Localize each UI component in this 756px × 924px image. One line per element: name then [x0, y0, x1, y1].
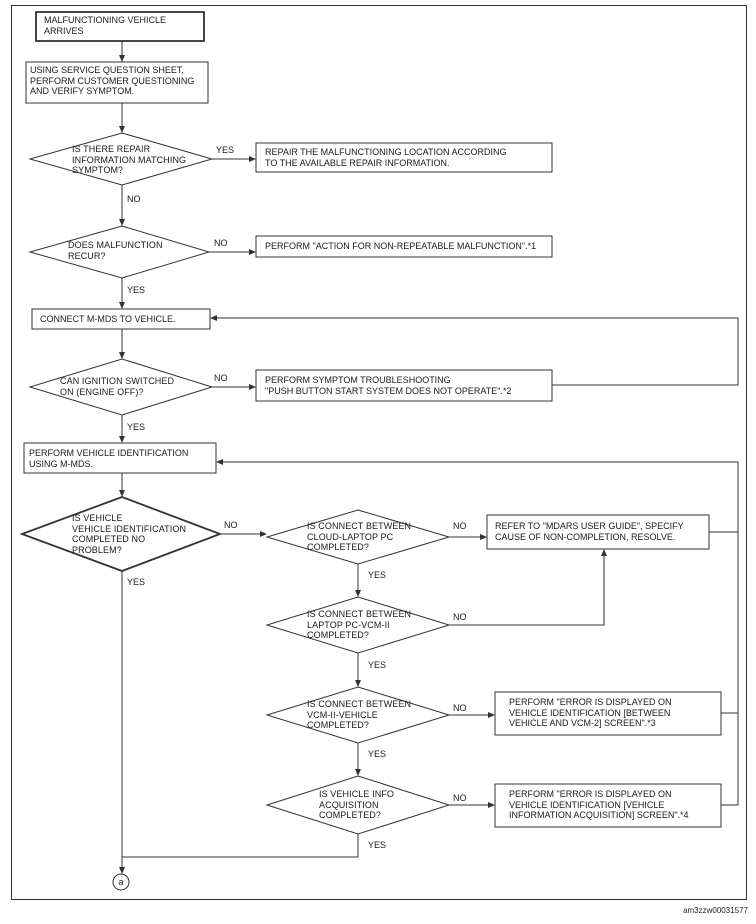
- box-non-repeatable: [255, 235, 553, 258]
- yes-label-cloud-laptop: YES: [368, 570, 387, 580]
- no-label-ignition: NO: [214, 373, 228, 383]
- decision-vehicle-id-ok-text: IS VEHICLE VEHICLE IDENTIFICATION COMPLE…: [72, 513, 187, 555]
- decision-info-acq-text: IS VEHICLE INFO ACQUISITION COMPLETED?: [319, 789, 395, 820]
- yes-label-recur: YES: [127, 285, 146, 295]
- no-label-repair-info: NO: [127, 194, 141, 204]
- box-questioning-text: USING SERVICE QUESTION SHEET, PERFORM CU…: [30, 65, 195, 96]
- no-label-recur: NO: [214, 238, 228, 248]
- box-arrives-text: MALFUNCTIONING VEHICLE ARRIVES: [44, 15, 167, 36]
- box-mdars-guide-text: REFER TO "MDARS USER GUIDE", SPECIFY CAU…: [495, 521, 684, 542]
- decision-vcm-vehicle-text: IS CONNECT BETWEEN VCM-II-VEHICLE COMPLE…: [307, 699, 412, 730]
- decision-laptop-vcm-text: IS CONNECT BETWEEN LAPTOP PC-VCM-II COMP…: [307, 609, 412, 640]
- box-error-vcm2-text: PERFORM "ERROR IS DISPLAYED ON VEHICLE I…: [509, 697, 672, 728]
- yes-label-laptop-vcm: YES: [368, 660, 387, 670]
- decision-cloud-laptop-text: IS CONNECT BETWEEN CLOUD-LAPTOP PC COMPL…: [307, 521, 412, 552]
- no-label-vcm-vehicle: NO: [453, 703, 467, 713]
- yes-label-repair-info: YES: [216, 145, 235, 155]
- box-repair-location-text: REPAIR THE MALFUNCTIONING LOCATION ACCOR…: [265, 147, 507, 168]
- box-arrives: [35, 11, 205, 42]
- connector-a-label: a: [118, 877, 124, 887]
- box-vehicle-identification: [23, 442, 217, 474]
- connector-a-circle: [112, 873, 130, 891]
- figure-frame: [11, 5, 747, 900]
- yes-label-vcm-vehicle: YES: [368, 749, 387, 759]
- box-questioning: [25, 61, 209, 104]
- yes-label-vehicle-id: YES: [127, 577, 146, 587]
- box-repair-location: [255, 142, 553, 173]
- decision-repair-info-text: IS THERE REPAIR INFORMATION MATCHING SYM…: [72, 144, 187, 175]
- no-label-vehicle-id: NO: [224, 520, 238, 530]
- no-label-laptop-vcm: NO: [453, 612, 467, 622]
- yes-label-ignition: YES: [127, 422, 146, 432]
- box-symptom-troubleshooting-text: PERFORM SYMPTOM TROUBLESHOOTING "PUSH BU…: [265, 375, 512, 396]
- box-connect-mmds-text: CONNECT M-MDS TO VEHICLE.: [40, 314, 176, 324]
- yes-label-info-acq: YES: [368, 840, 387, 850]
- no-label-info-acq: NO: [453, 793, 467, 803]
- no-label-cloud-laptop: NO: [453, 521, 467, 531]
- box-error-info-acq-text: PERFORM "ERROR IS DISPLAYED ON VEHICLE I…: [509, 789, 689, 820]
- decision-ignition-text: CAN IGNITION SWITCHED ON (ENGINE OFF)?: [60, 376, 175, 397]
- box-non-repeatable-text: PERFORM "ACTION FOR NON-REPEATABLE MALFU…: [265, 241, 537, 251]
- figure-id: am3zzw00031577: [683, 906, 748, 915]
- decision-recur-text: DOES MALFUNCTION RECUR?: [68, 240, 163, 261]
- box-vehicle-identification-text: PERFORM VEHICLE IDENTIFICATION USING M-M…: [29, 448, 189, 469]
